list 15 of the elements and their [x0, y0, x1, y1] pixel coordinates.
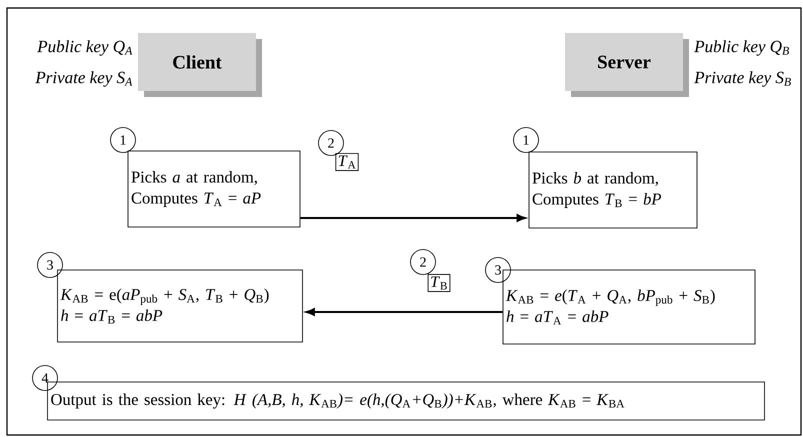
key-label: Public key Q$_{A}$	[37, 40, 132, 56]
key-label: Private key S$_{B}$	[694, 71, 791, 87]
key-label: Private key S$_{A}$	[35, 71, 132, 87]
computation-box: Picks b at random, Computes T$_{B}$ = bP	[528, 152, 698, 228]
actor-box: Server	[565, 33, 689, 97]
arrow	[306, 308, 503, 316]
computation-box: K$_{AB}$ = e(aP$_{pub}$ + S$_{A}$, T$_{B}$ + Q$_{B}$) h = aT$_{B}$ = abP	[57, 270, 303, 342]
computation-box: Picks a at random, Computes T$_{A}$ = aP	[128, 150, 300, 228]
actor-box: Client	[138, 33, 262, 97]
message-box: T$_{B}$	[428, 274, 450, 292]
message-box: T$_{A}$	[335, 153, 359, 171]
key-label: Public key Q$_{B}$	[694, 40, 789, 56]
computation-box: K$_{AB}$ = e(T$_{A}$ + Q$_{A}$, bP$_{pub}$ + S$_{B}$) h = aT$_{A}$ = abP	[502, 270, 756, 344]
arrow	[300, 214, 526, 222]
output-box: Output is the session key: H (A,B, h, K$_{AB}$)= e(h,(Q$_{A}$+Q$_{B}$))+K$_{AB}$, where K$_{AB}$ = K$_{BA}$	[47, 382, 765, 420]
